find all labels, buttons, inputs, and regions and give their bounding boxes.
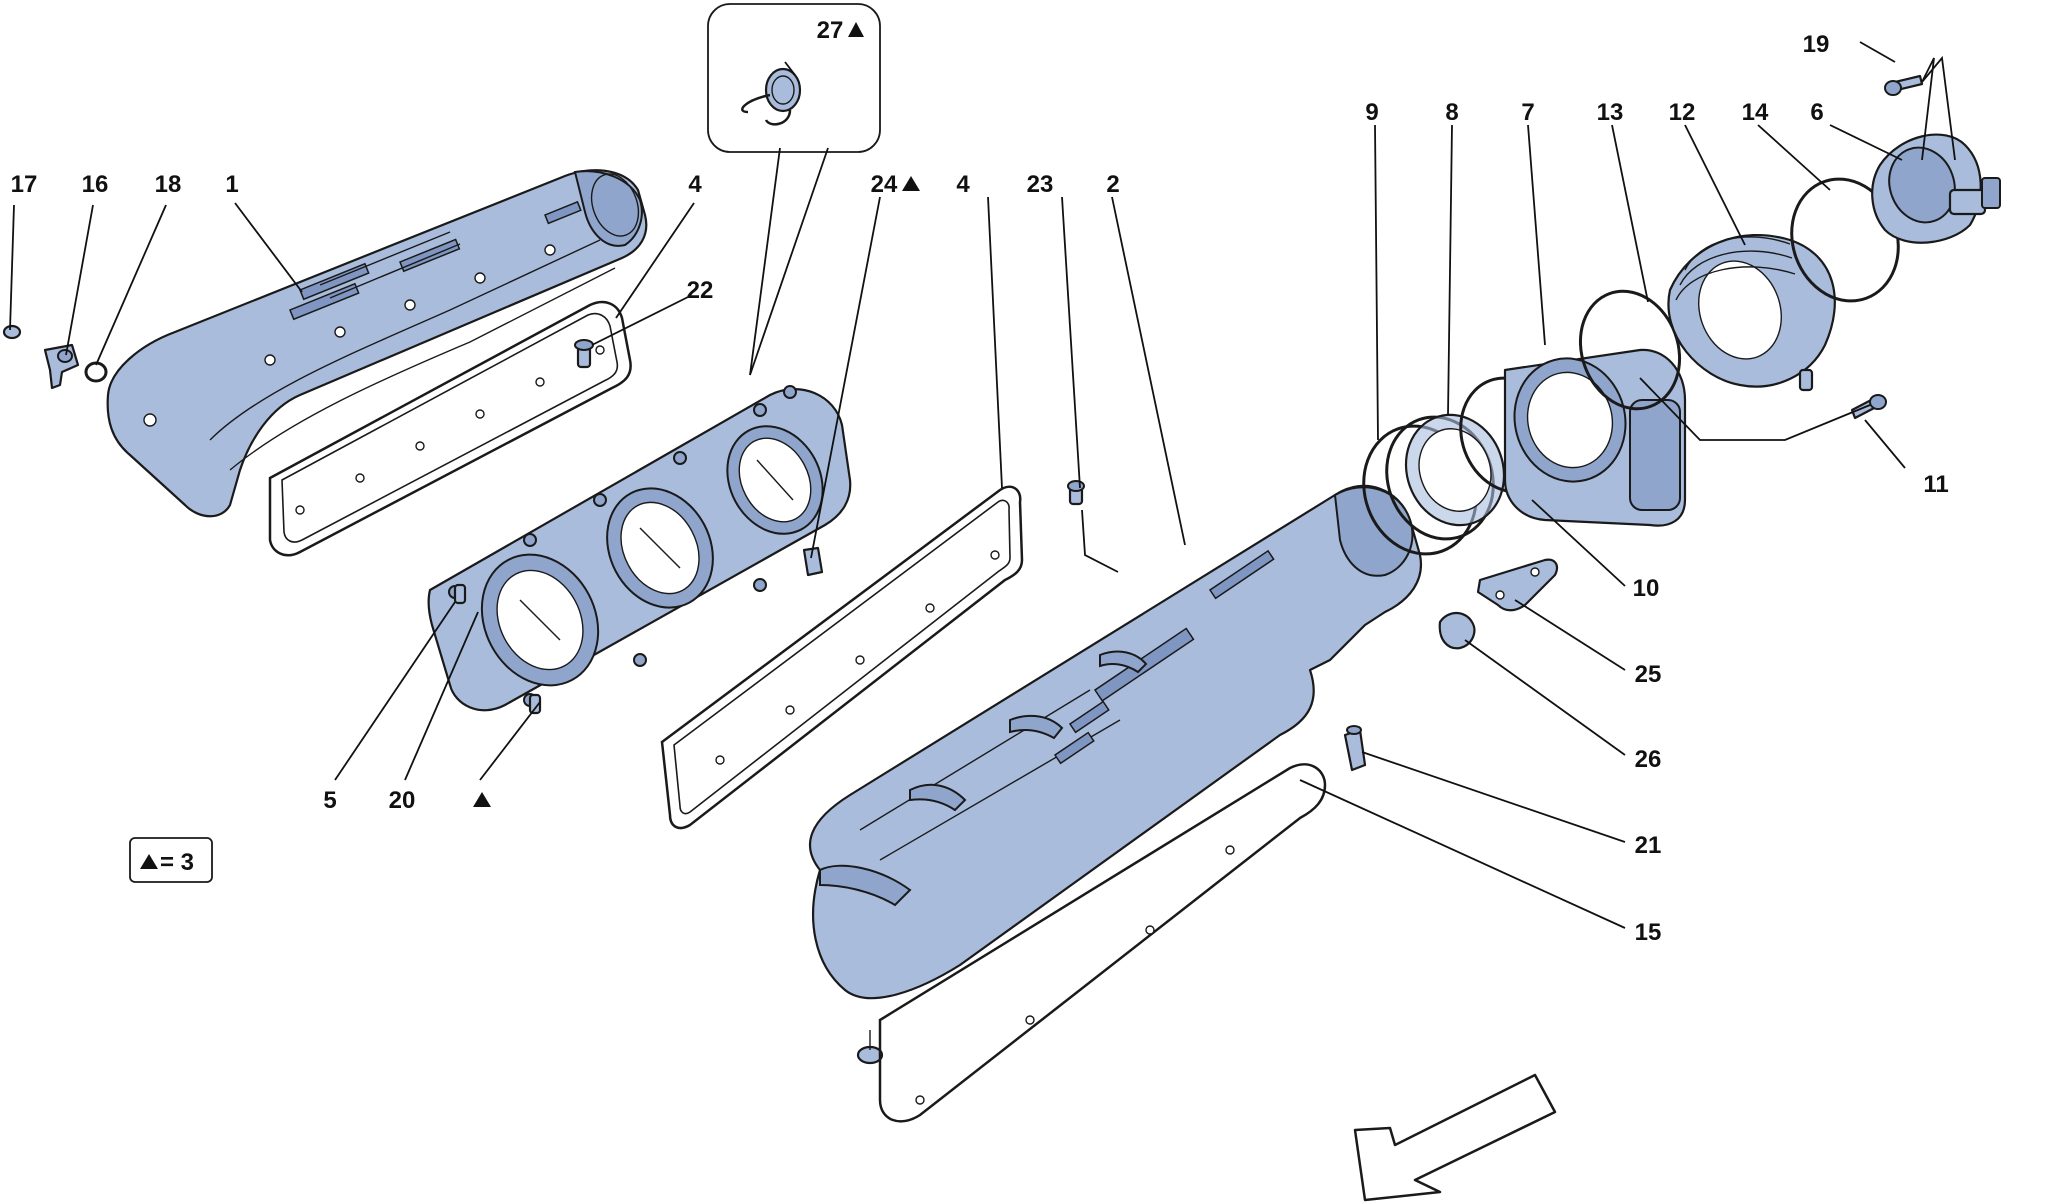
label-5: 5: [323, 787, 336, 814]
triangle-marker-icon: [473, 792, 491, 807]
label-4-lower: 4: [956, 171, 970, 198]
label-10: 10: [1633, 575, 1660, 602]
label-16: 16: [82, 171, 109, 198]
label-26: 26: [1635, 746, 1662, 773]
left-intake-plenum: [106, 169, 648, 518]
direction-arrow-icon: [1353, 1073, 1557, 1202]
label-13: 13: [1597, 99, 1624, 126]
bolt-22: [574, 339, 594, 369]
label-2: 2: [1106, 171, 1119, 198]
label-8: 8: [1445, 99, 1458, 126]
legend-box: = 3: [129, 837, 213, 883]
label-9: 9: [1365, 99, 1378, 126]
rings-9-8: [1362, 413, 1506, 556]
triangle-marker-icon: [902, 176, 920, 191]
lower-left-gasket: [660, 485, 1024, 830]
o-ring-18: [84, 361, 108, 383]
bolt-23: [1067, 480, 1085, 506]
label-21: 21: [1635, 832, 1662, 859]
bellows-12: [1667, 233, 1836, 392]
small-cap-17: [2, 324, 22, 340]
label-12: 12: [1669, 99, 1696, 126]
label-24: 24: [871, 171, 898, 198]
legend-text: = 3: [160, 849, 194, 876]
label-1: 1: [225, 171, 238, 198]
callout-labels: 17 16 18 1 4 22 27 24 4 23 2 9 8 7 13 12…: [11, 17, 1949, 946]
label-27: 27: [817, 17, 844, 44]
label-19: 19: [1803, 31, 1830, 58]
screw-11: [1850, 394, 1887, 420]
label-23: 23: [1027, 171, 1054, 198]
clip-26: [1438, 611, 1476, 650]
label-25: 25: [1635, 661, 1662, 688]
label-11: 11: [1923, 471, 1948, 498]
triangle-marker-icon: [140, 854, 158, 869]
bracket-25: [1476, 558, 1559, 612]
screw-19: [1884, 74, 1924, 96]
label-6: 6: [1810, 99, 1823, 126]
mass-air-flow-sensor-6: [1871, 133, 2001, 244]
sensor-21: [1343, 725, 1367, 772]
leader-lines: [9, 41, 1956, 929]
throttle-body-assembly: [427, 385, 852, 715]
label-18: 18: [155, 171, 182, 198]
label-20: 20: [389, 787, 416, 814]
triangle-marker-icon: [848, 22, 864, 37]
spring-27-inset: [707, 3, 881, 153]
label-4-upper: 4: [688, 171, 702, 198]
label-15: 15: [1635, 919, 1662, 946]
throttle-housing-7: [1503, 348, 1687, 527]
label-14: 14: [1742, 99, 1769, 126]
upper-left-gasket: [268, 300, 632, 557]
label-7: 7: [1521, 99, 1534, 126]
right-intake-plenum: [808, 484, 1423, 1065]
label-17: 17: [11, 171, 38, 198]
triangle-markers: [473, 22, 920, 807]
sensor-16: [43, 343, 80, 390]
label-22: 22: [687, 277, 714, 304]
gasket-15: [878, 763, 1327, 1123]
